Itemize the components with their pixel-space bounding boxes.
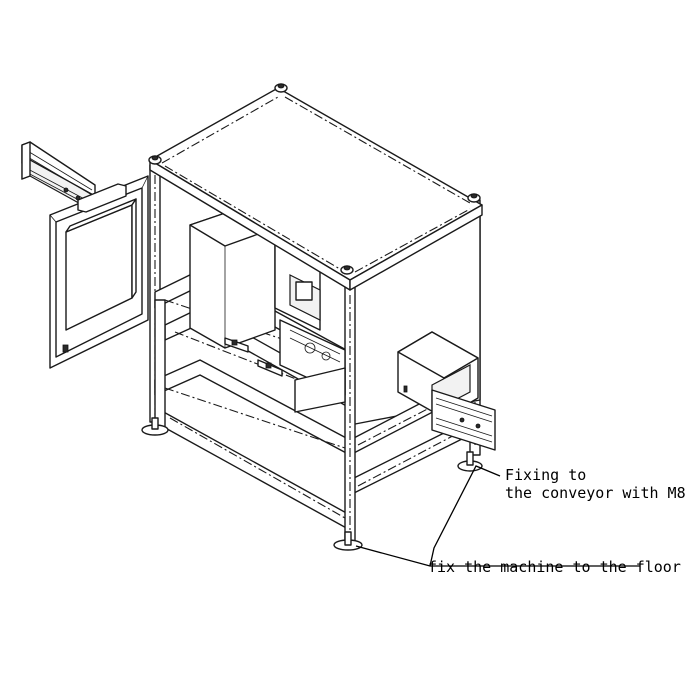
right-conveyor-housing [397,331,496,451]
conveyor-callout-leader [429,465,501,567]
floor-callout-text: fix the machine to the floor [428,558,681,576]
callouts: Fixing to the conveyor with M8 fix the m… [355,465,686,576]
conveyor-callout-line1: Fixing to [505,466,586,484]
floor-callout-leader [355,545,640,567]
conveyor-callout-line2: the conveyor with M8 [505,484,686,502]
left-conveyor-rail [21,141,96,214]
top-lid [148,83,483,291]
leveling-feet [141,417,483,551]
open-cabinet-door [49,175,149,369]
